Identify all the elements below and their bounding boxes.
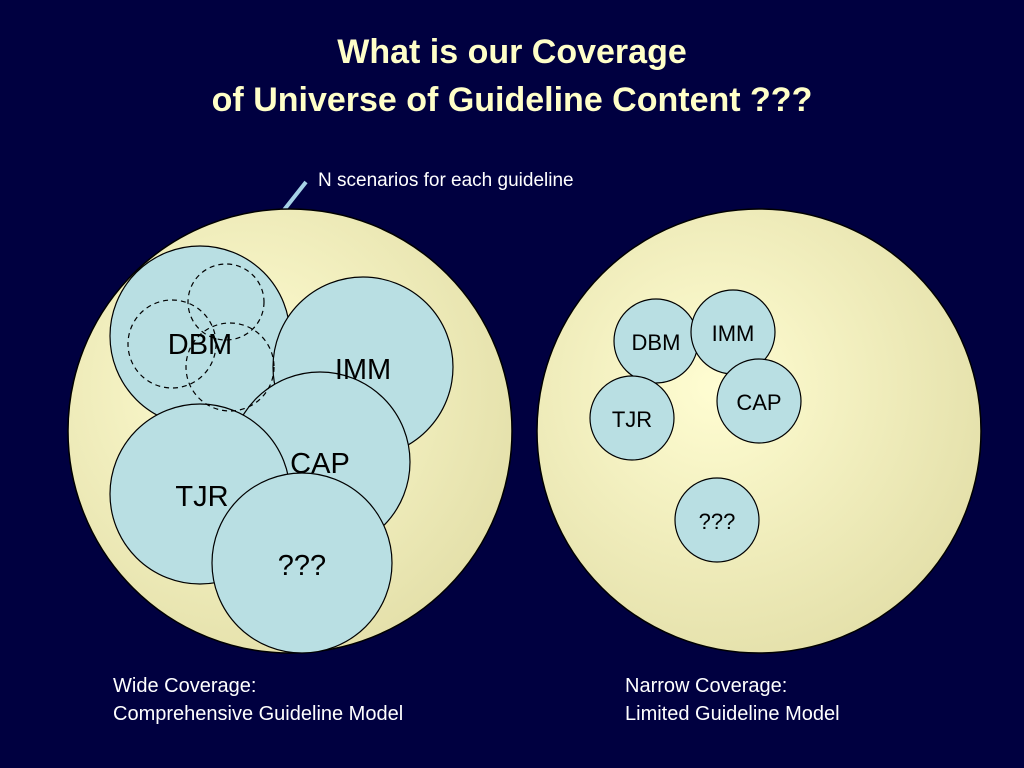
wide-caption-line-1: Wide Coverage: (113, 675, 257, 697)
narrow-imm-label: IMM (712, 321, 755, 346)
narrow-coverage-group: DBM IMM CAP TJR ??? (536, 208, 982, 654)
narrow-caption-line-2: Limited Guideline Model (625, 703, 840, 725)
narrow-caption-line-1: Narrow Coverage: (625, 675, 788, 697)
wide-cap-label: CAP (290, 448, 350, 480)
narrow-tjr-circle (589, 375, 675, 461)
narrow-coverage-caption: Narrow Coverage: Limited Guideline Model (625, 672, 840, 728)
scenario-circle-2 (127, 299, 217, 389)
wide-dbm-label: DBM (168, 329, 232, 361)
narrow-tjr-label: TJR (612, 407, 652, 432)
title-line-1: What is our Coverage (337, 33, 687, 71)
wide-coverage-group: DBM IMM CAP TJR ??? (67, 208, 513, 654)
scenario-circle-3 (185, 322, 275, 412)
wide-imm-label: IMM (335, 354, 391, 386)
wide-coverage-caption: Wide Coverage: Comprehensive Guideline M… (113, 672, 403, 728)
title-line-2: of Universe of Guideline Content ??? (211, 81, 813, 119)
wide-tjr-label: TJR (175, 481, 228, 513)
slide-title: What is our Coverage of Universe of Guid… (0, 28, 1024, 124)
wide-caption-line-2: Comprehensive Guideline Model (113, 703, 404, 725)
wide-unknown-circle (211, 472, 393, 654)
narrow-cap-label: CAP (736, 390, 781, 415)
wide-unknown-label: ??? (278, 550, 326, 582)
narrow-unknown-circle (674, 477, 760, 563)
narrow-dbm-label: DBM (632, 330, 681, 355)
annotation-text: N scenarios for each guideline (318, 170, 574, 191)
narrow-unknown-label: ??? (699, 509, 736, 534)
scenario-circle-1 (187, 263, 265, 341)
narrow-cap-circle (716, 358, 802, 444)
